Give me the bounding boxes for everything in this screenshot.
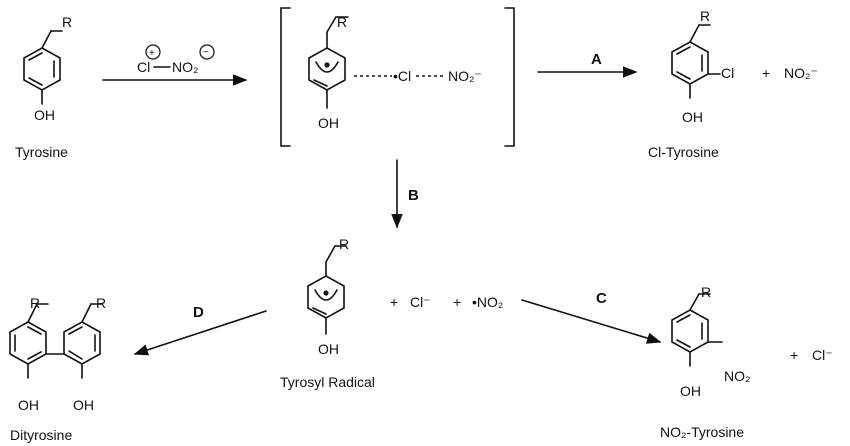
dityrosine-r-label-right: R (96, 295, 106, 311)
dityrosine-r-label-left: R (30, 295, 40, 311)
intermediate-r-label: R (337, 14, 347, 30)
svg-text:−: − (203, 47, 209, 58)
intermediate-oh-label: OH (318, 115, 339, 131)
radical-oh-label: OH (318, 341, 339, 357)
intermediate-nitrite: NO₂⁻ (448, 68, 482, 84)
tyrosine-structure: R OH (23, 14, 72, 123)
tyrosyl-radical-structure: R OH (307, 236, 349, 357)
arrow-c-label: C (596, 290, 607, 307)
radical-r-label: R (339, 236, 349, 252)
tyrosine-label: Tyrosine (15, 144, 68, 160)
dityrosine-label: Dityrosine (10, 427, 72, 443)
svg-text:+: + (149, 48, 155, 59)
intermediate-complex: R OH •Cl NO₂⁻ (308, 14, 482, 131)
arrow-a-label: A (591, 51, 602, 68)
intermediate-bracket (280, 7, 515, 147)
cl-tyrosine-oh-label: OH (682, 109, 703, 125)
negative-charge-icon (199, 44, 215, 60)
plus-sign: + (390, 294, 398, 310)
tyrosine-r-label: R (62, 14, 72, 30)
dityrosine-structure: R OH R OH (9, 295, 106, 413)
arrow-b-label: B (408, 187, 419, 204)
product-chloride: Cl⁻ (812, 347, 833, 363)
product-nitrite: NO₂⁻ (784, 65, 818, 81)
chloronitrite-reagent: Cl NO₂ + − (137, 44, 215, 75)
no2-tyrosine-oh-label: OH (680, 383, 701, 399)
positive-charge-icon (145, 44, 161, 60)
arrow-d-label: D (193, 304, 204, 321)
dityrosine-oh-right: OH (73, 397, 94, 413)
dityrosine-oh-left: OH (18, 397, 39, 413)
cl-tyrosine-label: Cl-Tyrosine (648, 144, 719, 160)
intermediate-cl-radical: •Cl (393, 68, 411, 84)
no2-tyrosine-structure: R NO₂ OH (671, 284, 750, 399)
tyrosine-oh-label: OH (34, 107, 55, 123)
cl-tyrosine-cl-label: Cl (721, 65, 734, 81)
cl-tyrosine-structure: R Cl OH (671, 8, 734, 125)
no2-tyrosine-no2-label: NO₂ (724, 368, 750, 384)
arrow-d (133, 310, 267, 356)
reagent-cl: Cl (137, 59, 150, 75)
plus-sign: + (453, 294, 461, 310)
cl-tyrosine-r-label: R (700, 8, 710, 24)
no2-tyrosine-r-label: R (701, 284, 711, 300)
plus-sign: + (790, 347, 798, 363)
plus-sign: + (762, 65, 770, 81)
tyrosyl-radical-label: Tyrosyl Radical (280, 374, 375, 390)
arrow-c (521, 299, 662, 344)
no2-tyrosine-label: NO₂-Tyrosine (660, 424, 744, 440)
reagent-no2: NO₂ (172, 59, 198, 75)
nitrogen-dioxide-radical: •NO₂ (472, 294, 503, 310)
chloride-ion: Cl⁻ (410, 294, 431, 310)
